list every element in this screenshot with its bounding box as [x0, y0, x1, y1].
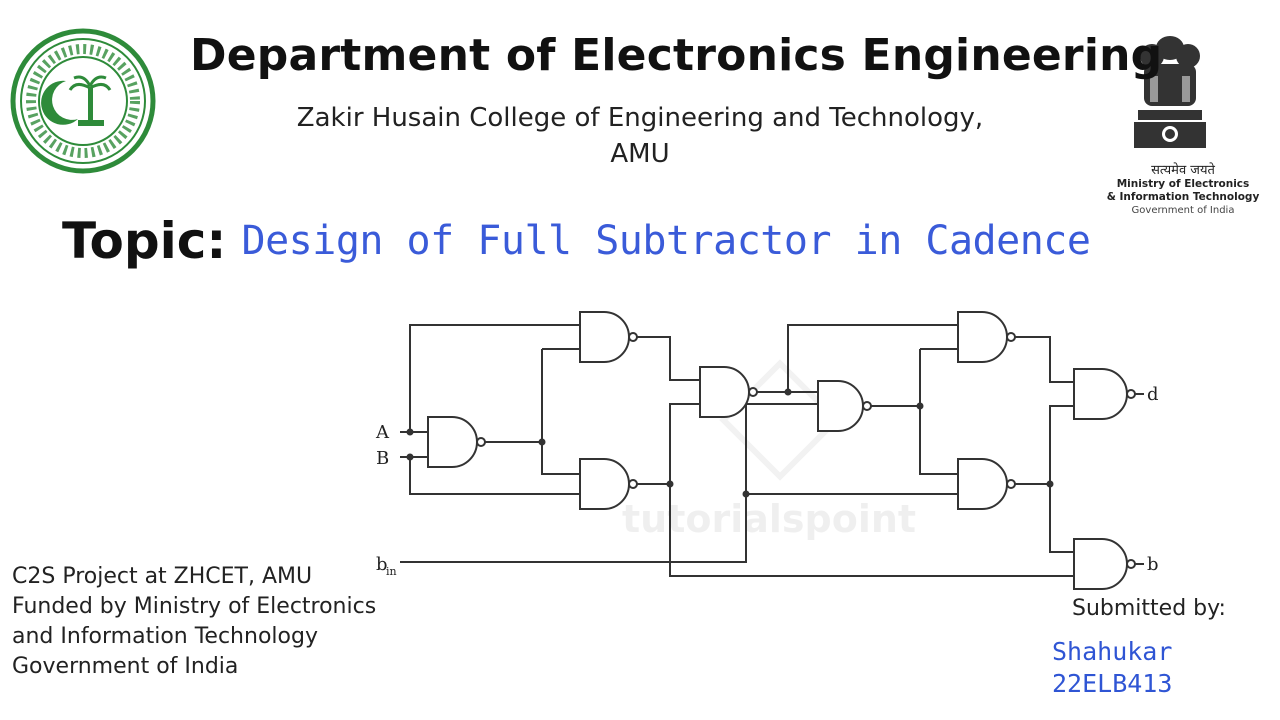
project-line-2: Funded by Ministry of Electronics [12, 594, 377, 619]
project-line-4: Government of India [12, 654, 239, 679]
nand-gate-5 [817, 380, 872, 432]
junction-dots [406, 388, 1054, 498]
national-emblem [1130, 26, 1210, 160]
ministry-line-3: Government of India [1131, 205, 1235, 216]
nand-gate-7 [957, 458, 1016, 510]
output-d-label: d [1147, 384, 1159, 405]
project-line-1: C2S Project at ZHCET, AMU [12, 564, 313, 589]
ministry-line-1: Ministry of Electronics [1116, 178, 1250, 190]
nand-gate-3 [579, 458, 638, 510]
input-a-label: A [375, 422, 390, 443]
input-b-label: B [376, 448, 389, 469]
nand-gate-9 [1073, 538, 1136, 590]
full-subtractor-circuit: tutorialspoint [360, 300, 1180, 604]
student-id: 22ELB413 [1052, 669, 1173, 698]
page-title: Department of Electronics Engineering [190, 30, 1163, 81]
watermark: tutorialspoint [622, 359, 916, 541]
nand-gate-8 [1073, 368, 1136, 420]
motto: सत्यमेव जयते [1151, 163, 1215, 178]
nand-gate-2 [579, 311, 638, 363]
ministry-line-2: & Information Technology [1106, 191, 1260, 203]
nand-gate-1 [427, 416, 486, 468]
nand-gate-6 [957, 311, 1016, 363]
ministry-label: सत्यमेव जयते Ministry of Electronics & I… [1098, 160, 1268, 217]
nand-gate-4 [699, 366, 758, 418]
amu-logo [8, 26, 158, 180]
college-line-2: AMU [610, 139, 670, 169]
topic-label: Topic: [62, 212, 227, 270]
topic-text: Design of Full Subtractor in Cadence [241, 218, 1091, 264]
student-info: Shahukar 22ELB413 [1052, 636, 1172, 700]
topic-heading: Topic: Design of Full Subtractor in Cade… [62, 212, 1091, 270]
input-bin-label: b [376, 554, 388, 575]
college-line-1: Zakir Husain College of Engineering and … [296, 103, 984, 133]
output-b-label: b [1147, 554, 1159, 575]
input-bin-subscript: in [386, 565, 397, 578]
watermark-text: tutorialspoint [622, 497, 916, 541]
project-line-3: and Information Technology [12, 624, 318, 649]
project-info: C2S Project at ZHCET, AMU Funded by Mini… [12, 562, 376, 682]
submitted-by-label: Submitted by: [1072, 596, 1226, 621]
college-name: Zakir Husain College of Engineering and … [240, 100, 1040, 172]
nand-gates [427, 311, 1136, 590]
circuit-wires [400, 324, 1144, 577]
student-name: Shahukar [1052, 637, 1173, 666]
